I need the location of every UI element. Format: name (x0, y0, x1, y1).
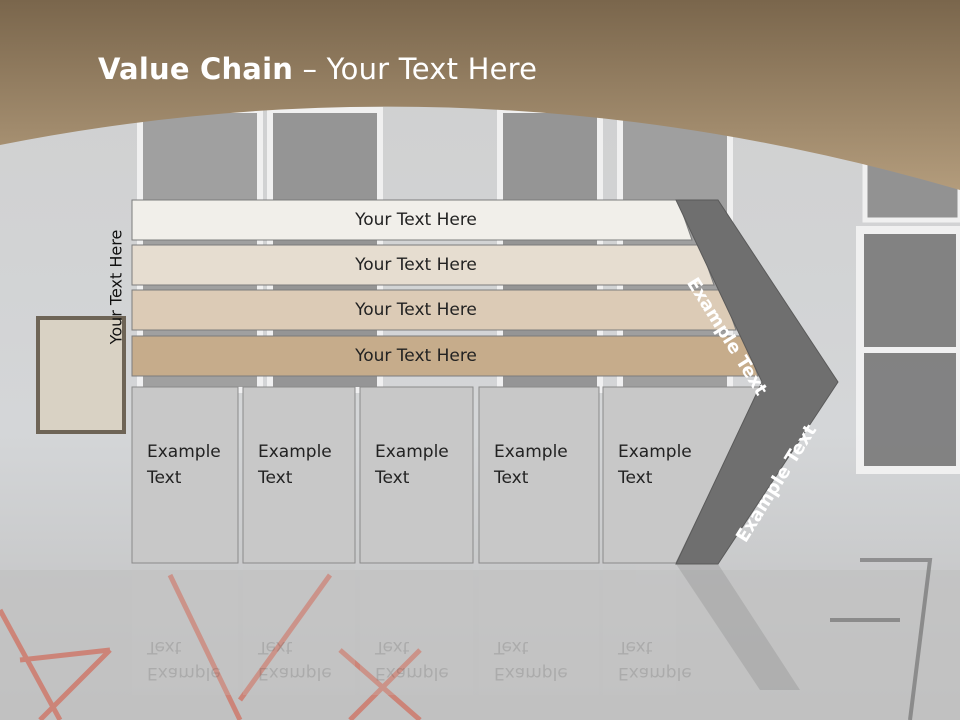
margin-arrow (675, 199, 839, 565)
primary-box-label-reflection: Example Text (494, 634, 568, 686)
primary-box-reflection (243, 565, 355, 695)
reflection-line2: Text (258, 637, 293, 657)
primary-box-label-line2: Text (258, 468, 293, 488)
primary-box-reflection (360, 565, 473, 695)
primary-box-reflection (603, 565, 676, 695)
primary-box (131, 386, 239, 564)
notice-board-decor (36, 316, 126, 434)
primary-box-label-line2: Text (147, 468, 182, 488)
primary-box-label-line1: Example (375, 442, 449, 462)
primary-box-label-line2: Text (618, 468, 653, 488)
support-bar-label: Your Text Here (355, 210, 477, 230)
reflection-line1: Example (375, 663, 449, 683)
primary-box-label-line1: Example (618, 442, 692, 462)
primary-box-label-reflection: Example Text (618, 634, 692, 686)
reflection-line1: Example (618, 663, 692, 683)
primary-box (359, 386, 474, 564)
reflection-line2: Text (494, 637, 529, 657)
primary-box-reflection (132, 565, 238, 695)
primary-box (242, 386, 356, 564)
reflection-line1: Example (147, 663, 221, 683)
primary-box (478, 386, 600, 564)
margin-arrow-reflection (676, 564, 800, 690)
primary-box-label-reflection: Example Text (147, 634, 221, 686)
support-bar-label: Your Text Here (355, 300, 477, 320)
primary-box-label-reflection: Example Text (258, 634, 332, 686)
primary-box-label-line1: Example (147, 442, 221, 462)
support-bar (131, 335, 759, 377)
primary-box-label-reflection: Example Text (375, 634, 449, 686)
support-bar (131, 244, 715, 286)
title-rest: – Your Text Here (293, 52, 538, 86)
primary-box-label-line1: Example (258, 442, 332, 462)
reflection-line1: Example (494, 663, 568, 683)
title-bold: Value Chain (98, 52, 294, 86)
reflection-line1: Example (258, 663, 332, 683)
primary-box-label-line2: Text (375, 468, 410, 488)
header-band (0, 0, 960, 190)
primary-box-label-line1: Example (494, 442, 568, 462)
support-bar-label: Your Text Here (355, 255, 477, 275)
chair-decor (0, 573, 422, 720)
slide-title: Value Chain – Your Text Here (98, 52, 537, 86)
reflection-line2: Text (618, 637, 653, 657)
support-bar-label: Your Text Here (355, 346, 477, 366)
support-bar (131, 289, 737, 331)
vertical-axis-label: Your Text Here (106, 229, 126, 345)
support-bar (131, 199, 693, 241)
primary-box-label-line2: Text (494, 468, 529, 488)
reflection-line2: Text (375, 637, 410, 657)
primary-box-reflection (479, 565, 599, 695)
reflection-line2: Text (147, 637, 182, 657)
